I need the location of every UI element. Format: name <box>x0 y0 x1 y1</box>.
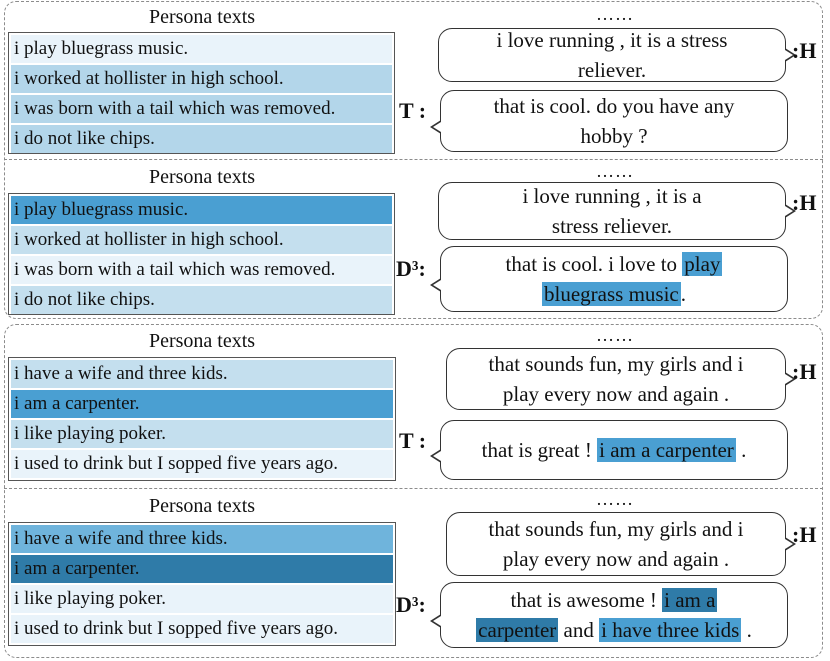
persona-row: i like playing poker. <box>11 585 393 613</box>
model-text: that is great ! <box>481 438 598 462</box>
persona-box: i play bluegrass music. i worked at holl… <box>8 32 395 154</box>
human-text: play every now and again . <box>502 382 730 406</box>
human-text: that sounds fun, my girls and i <box>488 352 744 376</box>
persona-title: Persona texts <box>148 495 256 517</box>
human-speaker-label: :H <box>792 190 817 215</box>
persona-row: i am a carpenter. <box>11 390 393 418</box>
human-bubble: that sounds fun, my girls and i play ever… <box>446 512 796 576</box>
ellipsis: …… <box>596 4 634 24</box>
persona-row: i do not like chips. <box>11 125 392 153</box>
ellipsis: …… <box>596 325 634 345</box>
model-speaker-label: T : <box>399 98 427 123</box>
model-text: that is awesome ! <box>510 588 663 612</box>
persona-box: i have a wife and three kids. i am a car… <box>8 357 396 481</box>
persona-title: Persona texts <box>148 6 256 28</box>
persona-row: i have a wife and three kids. <box>11 360 393 388</box>
persona-row: i have a wife and three kids. <box>11 525 393 553</box>
human-text: that sounds fun, my girls and i <box>488 517 744 541</box>
model-speaker-label: T : <box>399 428 427 453</box>
human-bubble: i love running , it is a stress reliever. <box>438 182 796 240</box>
example-group-2 <box>4 324 823 658</box>
model-bubble: that is awesome ! i am a carpenter and i … <box>430 582 788 648</box>
persona-row: i like playing poker. <box>11 420 393 448</box>
persona-box: i have a wife and three kids. i am a car… <box>8 522 396 646</box>
persona-highlight: i am a carpenter <box>597 438 736 462</box>
model-bubble: that is great ! i am a carpenter . <box>430 420 788 480</box>
example-group-1 <box>4 1 823 319</box>
human-text: play every now and again . <box>502 547 730 571</box>
model-text: and <box>558 618 600 642</box>
model-text: hobby ? <box>580 124 648 148</box>
human-speaker-label: :H <box>792 359 817 384</box>
persona-box: i play bluegrass music. i worked at holl… <box>8 193 395 315</box>
human-bubble: i love running , it is a stress reliever. <box>438 28 796 82</box>
persona-title: Persona texts <box>148 166 256 188</box>
persona-row: i worked at hollister in high school. <box>11 65 392 93</box>
model-speaker-label: D³: <box>396 256 426 281</box>
human-bubble: that sounds fun, my girls and i play ever… <box>446 348 796 410</box>
model-text: . <box>680 282 686 306</box>
ellipsis: …… <box>596 161 634 181</box>
human-text: i love running , it is a <box>522 184 702 208</box>
human-text: i love running , it is a stress <box>496 28 728 52</box>
human-speaker-label: :H <box>792 38 817 63</box>
persona-highlight: i am a <box>662 588 718 612</box>
persona-row: i used to drink but I sopped five years … <box>11 615 393 643</box>
human-speaker-label: :H <box>792 522 817 547</box>
persona-row: i play bluegrass music. <box>11 196 392 224</box>
divider <box>4 488 823 489</box>
persona-highlight: i have three kids <box>599 618 742 642</box>
human-text: stress reliever. <box>551 214 673 238</box>
persona-row: i worked at hollister in high school. <box>11 226 392 254</box>
persona-row: i do not like chips. <box>11 286 392 314</box>
model-text: that is cool. i love to <box>505 252 683 276</box>
persona-highlight: bluegrass music <box>542 282 681 306</box>
persona-row: i was born with a tail which was removed… <box>11 95 392 123</box>
persona-row: i play bluegrass music. <box>11 35 392 63</box>
persona-row: i am a carpenter. <box>11 555 393 583</box>
persona-row: i was born with a tail which was removed… <box>11 256 392 284</box>
ellipsis: …… <box>596 489 634 509</box>
model-text: that is cool. do you have any <box>493 94 735 118</box>
human-text: reliever. <box>577 58 647 82</box>
persona-row: i used to drink but I sopped five years … <box>11 450 393 478</box>
model-bubble: that is cool. do you have any hobby ? <box>430 90 788 152</box>
persona-highlight: play <box>682 252 723 276</box>
model-speaker-label: D³: <box>396 592 426 617</box>
divider <box>4 159 823 160</box>
persona-highlight: carpenter <box>476 618 559 642</box>
persona-title: Persona texts <box>148 330 256 352</box>
model-text: . <box>741 618 752 642</box>
model-text: . <box>735 438 747 462</box>
